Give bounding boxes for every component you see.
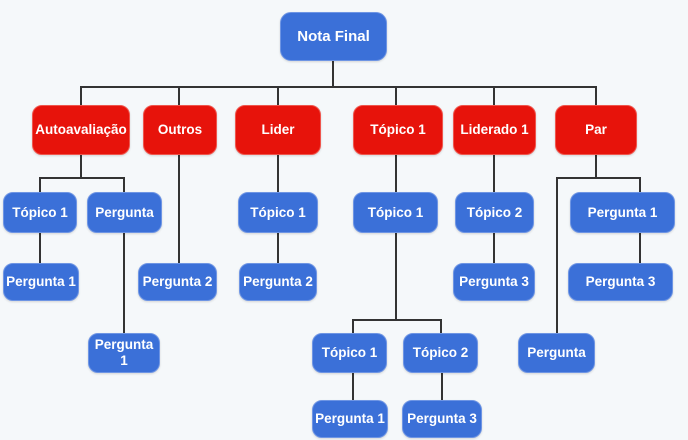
node-autoavaliacao[interactable]: Autoavaliação	[32, 105, 130, 155]
node-topico-1-group[interactable]: Tópico 1	[353, 105, 443, 155]
connector	[395, 233, 397, 319]
node-autoavaliacao-topico-1[interactable]: Tópico 1	[3, 192, 77, 233]
connector	[39, 233, 41, 263]
node-liderado-1-pergunta-3[interactable]: Pergunta 3	[453, 263, 535, 301]
node-topico-1-sub-pergunta-3[interactable]: Pergunta 3	[402, 400, 482, 438]
connector	[639, 233, 641, 263]
connector	[441, 373, 443, 400]
connector	[178, 155, 180, 263]
node-par-pergunta-3[interactable]: Pergunta 3	[568, 263, 673, 301]
node-liderado-1[interactable]: Liderado 1	[453, 105, 536, 155]
node-topico-1-topico-1[interactable]: Tópico 1	[353, 192, 438, 233]
connector	[332, 61, 334, 86]
connector	[595, 86, 597, 105]
connector	[493, 233, 495, 263]
connector	[352, 373, 354, 400]
connector	[493, 155, 495, 192]
node-liderado-1-topico-2[interactable]: Tópico 2	[455, 192, 534, 233]
connector	[39, 177, 125, 179]
connector	[440, 319, 442, 333]
connector	[39, 177, 41, 192]
connector	[352, 319, 442, 321]
node-par-pergunta-1[interactable]: Pergunta 1	[570, 192, 675, 233]
node-topico-1-sub-pergunta-1[interactable]: Pergunta 1	[312, 400, 388, 438]
connector	[493, 86, 495, 105]
connector	[178, 86, 180, 105]
connector	[556, 177, 641, 179]
connector	[639, 177, 641, 192]
connector	[595, 155, 597, 177]
node-autoavaliacao-topico-1-pergunta-1[interactable]: Pergunta 1	[3, 263, 79, 301]
node-nota-final[interactable]: Nota Final	[280, 12, 387, 61]
connector	[556, 177, 558, 333]
connector	[123, 177, 125, 192]
connector	[277, 86, 279, 105]
connector	[395, 86, 397, 105]
node-lider-pergunta-2[interactable]: Pergunta 2	[239, 263, 317, 301]
node-lider-topico-1[interactable]: Tópico 1	[238, 192, 318, 233]
node-outros-pergunta-2[interactable]: Pergunta 2	[138, 263, 217, 301]
node-autoavaliacao-pergunta[interactable]: Pergunta	[87, 192, 162, 233]
node-topico-1-sub-topico-2[interactable]: Tópico 2	[403, 333, 478, 373]
node-topico-1-sub-topico-1[interactable]: Tópico 1	[312, 333, 387, 373]
connector	[277, 155, 279, 192]
connector	[80, 86, 82, 105]
node-par-pergunta[interactable]: Pergunta	[518, 333, 595, 373]
connector	[123, 233, 125, 333]
connector	[277, 233, 279, 263]
connector	[80, 86, 597, 88]
node-lider[interactable]: Lider	[235, 105, 321, 155]
connector	[352, 319, 354, 333]
connector	[80, 155, 82, 177]
node-autoavaliacao-pergunta-pergunta-1[interactable]: Pergunta 1	[88, 333, 160, 373]
connector	[395, 155, 397, 192]
node-outros[interactable]: Outros	[143, 105, 217, 155]
node-par[interactable]: Par	[555, 105, 637, 155]
